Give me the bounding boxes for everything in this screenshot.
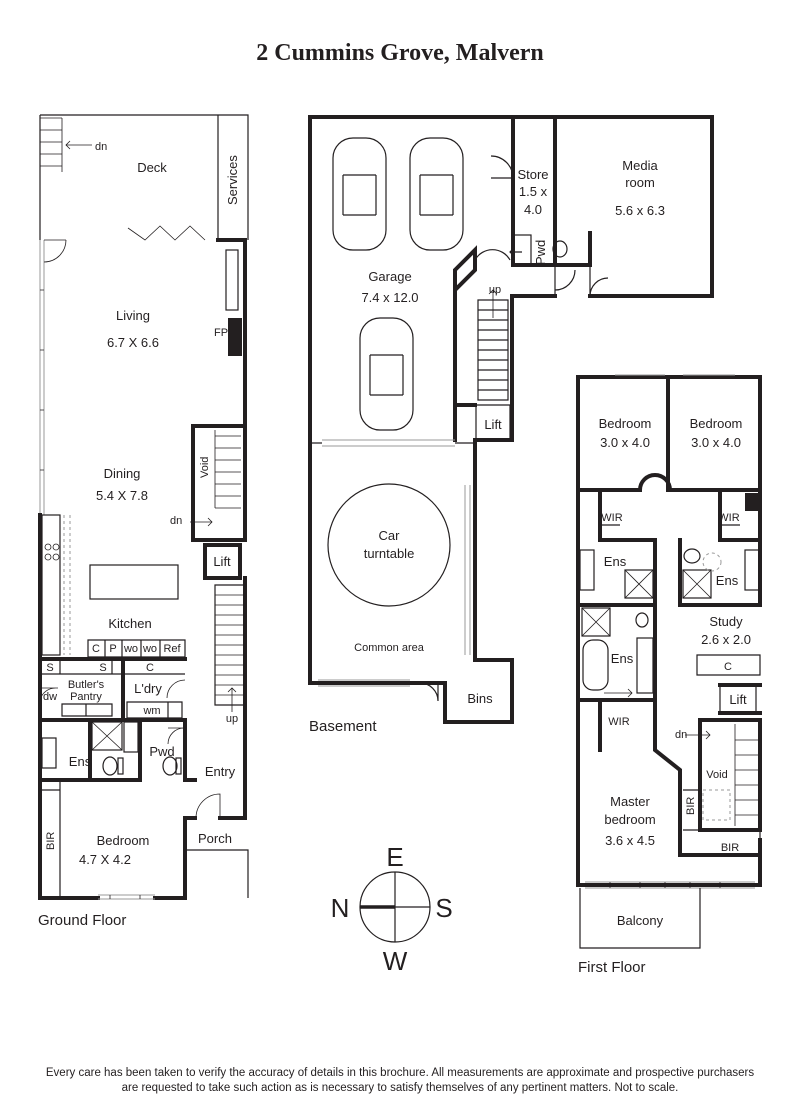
study-label: Study	[709, 614, 743, 629]
fireplace-label: FP	[214, 327, 228, 339]
study-size: 2.6 x 2.0	[701, 632, 751, 647]
compass-rose	[359, 871, 431, 943]
compass-east: E	[386, 842, 403, 872]
ens-2-label: Ens	[716, 573, 739, 588]
first-void-label: Void	[706, 769, 727, 781]
washing-machine-label: wm	[142, 705, 160, 717]
pantry-s1-label: S	[46, 662, 53, 674]
bir-1-label: BIR	[685, 797, 697, 815]
wall-oven-2-label: wo	[142, 643, 157, 655]
car-label: Car	[379, 528, 401, 543]
cabinet-p-label: P	[109, 643, 116, 655]
ens-3-label: Ens	[611, 651, 634, 666]
dining-dn-label: dn	[170, 515, 182, 527]
wir-3-label: WIR	[608, 716, 629, 728]
media-label: Media	[622, 158, 658, 173]
services-label: Services	[225, 155, 240, 205]
pantry-label: Pantry	[70, 691, 102, 703]
turntable-label: turntable	[364, 546, 415, 561]
bedroom-2-label: Bedroom	[690, 416, 743, 431]
bedroom-2-size: 3.0 x 4.0	[691, 435, 741, 450]
basement-lift-label: Lift	[484, 417, 502, 432]
butlers-label: Butler's	[68, 679, 105, 691]
pantry-c-label: C	[146, 662, 154, 674]
pantry-s2-label: S	[99, 662, 106, 674]
ens-1-label: Ens	[604, 554, 627, 569]
garage-label: Garage	[368, 269, 411, 284]
store-size-line2: 4.0	[524, 202, 542, 217]
fridge-label: Ref	[163, 643, 181, 655]
car-icon	[332, 137, 387, 251]
master-size: 3.6 x 4.5	[605, 833, 655, 848]
first-lift-label: Lift	[729, 692, 747, 707]
first-dn-label: dn	[675, 729, 687, 741]
cabinet-c-label: C	[92, 643, 100, 655]
car-icon	[359, 317, 414, 431]
ground-bir-label: BIR	[45, 832, 57, 850]
master-label-2: bedroom	[604, 812, 655, 827]
basement-label: Basement	[309, 718, 377, 735]
balcony-label: Balcony	[617, 913, 664, 928]
compass-south: S	[435, 893, 452, 923]
bins-label: Bins	[467, 691, 493, 706]
wall-oven-1-label: wo	[123, 643, 138, 655]
media-label-2: room	[625, 175, 655, 190]
store-label: Store	[517, 167, 548, 182]
compass-north: N	[331, 893, 350, 923]
void-label: Void	[199, 457, 211, 478]
store-size-line1: 1.5 x	[519, 184, 548, 199]
garage-size: 7.4 x 12.0	[361, 290, 418, 305]
wir-1-label: WIR	[601, 512, 622, 524]
bedroom-1-size: 3.0 x 4.0	[600, 435, 650, 450]
entry-label: Entry	[205, 764, 236, 779]
dining-label: Dining	[104, 466, 141, 481]
basement-up-label: up	[489, 284, 501, 296]
ground-floor-label: Ground Floor	[38, 912, 126, 929]
common-area-label: Common area	[354, 642, 425, 654]
ground-ens-label: Ens	[69, 754, 92, 769]
basement-plan	[308, 115, 714, 724]
plan-title: 2 Cummins Grove, Malvern	[256, 40, 544, 66]
ground-bedroom-size: 4.7 X 4.2	[79, 852, 131, 867]
living-label: Living	[116, 308, 150, 323]
porch-label: Porch	[198, 831, 232, 846]
ground-floor-plan	[38, 114, 249, 900]
dishwasher-label: dw	[43, 691, 57, 703]
ground-up-label: up	[226, 713, 238, 725]
disclaimer: Every care has been taken to verify the …	[45, 1066, 755, 1094]
first-floor-label: First Floor	[578, 959, 646, 976]
wir-2-label: WIR	[718, 512, 739, 524]
ground-bedroom-label: Bedroom	[97, 833, 150, 848]
bir-2-label: BIR	[721, 842, 739, 854]
basement-pwd-label: Pwd	[533, 240, 548, 265]
laundry-label: L'dry	[134, 681, 162, 696]
dining-size: 5.4 X 7.8	[96, 488, 148, 503]
master-label: Master	[610, 794, 650, 809]
cupboard-label: C	[724, 661, 732, 673]
living-size: 6.7 X 6.6	[107, 335, 159, 350]
kitchen-label: Kitchen	[108, 616, 151, 631]
compass-west: W	[383, 946, 408, 976]
media-size: 5.6 x 6.3	[615, 203, 665, 218]
ground-pwd-label: Pwd	[149, 744, 174, 759]
deck-dn-label: dn	[95, 141, 107, 153]
car-icon	[409, 137, 464, 251]
deck-label: Deck	[137, 160, 167, 175]
bedroom-1-label: Bedroom	[599, 416, 652, 431]
first-floor-plan	[576, 374, 762, 949]
ground-lift-label: Lift	[213, 554, 231, 569]
